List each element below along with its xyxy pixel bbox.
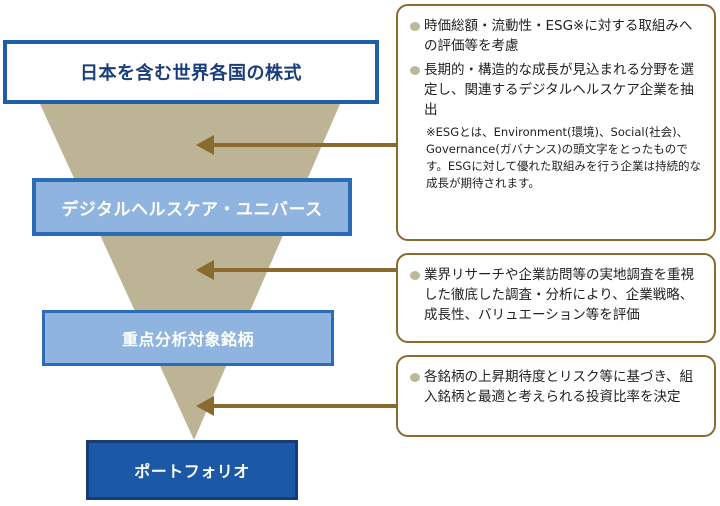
stage-focus-analysis-stocks: 重点分析対象銘柄 bbox=[42, 310, 334, 366]
bullet-dot-icon bbox=[410, 66, 420, 75]
stage-global-equities: 日本を含む世界各国の株式 bbox=[3, 40, 379, 104]
stage-portfolio: ポートフォリオ bbox=[86, 440, 298, 500]
bullet-dot-icon bbox=[410, 271, 420, 280]
bullet-text: 長期的・構造的な成長が見込まれる分野を選定し、関連するデジタルヘルスケア企業を抽… bbox=[424, 62, 694, 118]
stage-label: デジタルヘルスケア・ユニバース bbox=[61, 199, 323, 220]
arrow-3 bbox=[196, 396, 396, 416]
stage-label: 日本を含む世界各国の株式 bbox=[80, 63, 302, 84]
stage-label: 重点分析対象銘柄 bbox=[121, 330, 254, 349]
stage-digital-healthcare-universe: デジタルヘルスケア・ユニバース bbox=[32, 178, 352, 236]
bullet-item: 各銘柄の上昇期待度とリスク等に基づき、組入銘柄と最適と考えられる投資比率を決定 bbox=[410, 367, 704, 407]
arrow-1 bbox=[196, 135, 396, 155]
bullet-dot-icon bbox=[410, 373, 420, 382]
bullet-item: 長期的・構造的な成長が見込まれる分野を選定し、関連するデジタルヘルスケア企業を抽… bbox=[410, 60, 704, 120]
stage-label: ポートフォリオ bbox=[134, 462, 250, 481]
bullet-item: 業界リサーチや企業訪問等の実地調査を重視した徹底した調査・分析により、企業戦略、… bbox=[410, 265, 704, 325]
arrow-2 bbox=[196, 260, 396, 280]
bullet-item: 時価総額・流動性・ESG※に対する取組みへの評価等を考慮 bbox=[410, 16, 704, 56]
bullet-text: 各銘柄の上昇期待度とリスク等に基づき、組入銘柄と最適と考えられる投資比率を決定 bbox=[424, 369, 694, 405]
bullet-text: 業界リサーチや企業訪問等の実地調査を重視した徹底した調査・分析により、企業戦略、… bbox=[424, 267, 694, 323]
description-box-screening: 時価総額・流動性・ESG※に対する取組みへの評価等を考慮 長期的・構造的な成長が… bbox=[396, 4, 716, 241]
description-box-analysis: 業界リサーチや企業訪問等の実地調査を重視した徹底した調査・分析により、企業戦略、… bbox=[396, 253, 716, 343]
description-box-portfolio-construction: 各銘柄の上昇期待度とリスク等に基づき、組入銘柄と最適と考えられる投資比率を決定 bbox=[396, 355, 716, 437]
bullet-text: 時価総額・流動性・ESG※に対する取組みへの評価等を考慮 bbox=[424, 18, 693, 54]
bullet-dot-icon bbox=[410, 22, 420, 31]
esg-footnote: ※ESGとは、Environment(環境)、Social(社会)、Govern… bbox=[426, 125, 701, 190]
